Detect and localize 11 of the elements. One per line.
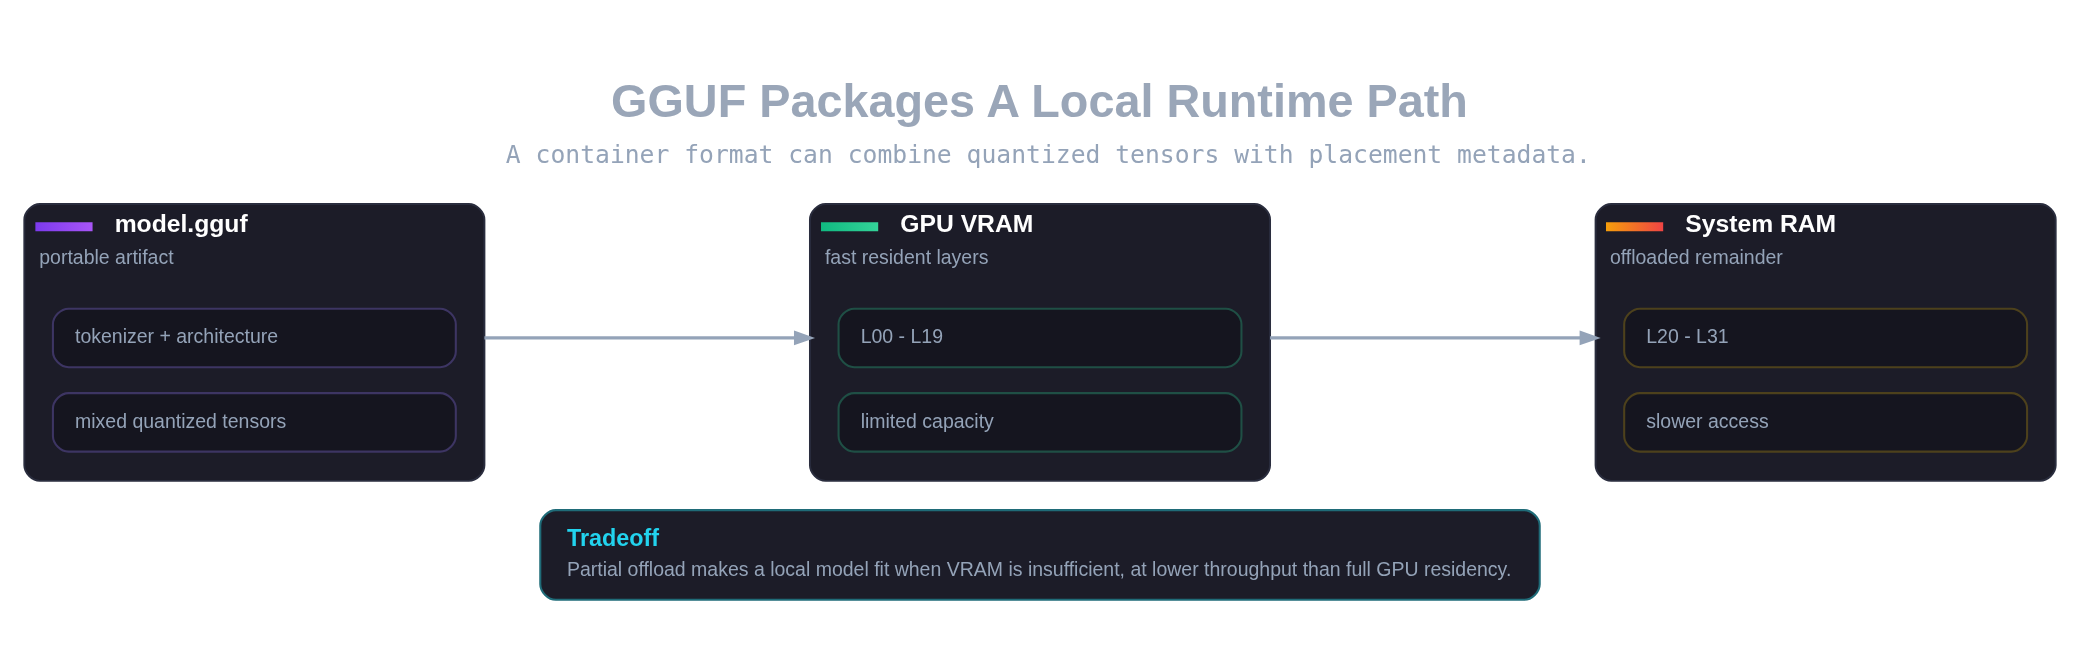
node-box: tokenizer + architecture	[51, 307, 457, 369]
arrow	[484, 330, 816, 346]
node-box: L20 - L31	[1623, 307, 2029, 369]
node-box: Tradeoff Partial offload makes a local model fit when VRAM is insufficient, at lower throughput than full GPU residency.	[539, 509, 1541, 601]
diagram-title: GGUF Packages A Local Runtime Path	[611, 75, 1468, 128]
node-box: slower access	[1623, 392, 2029, 453]
node-box: limited capacity	[837, 392, 1243, 453]
arrow	[1270, 330, 1601, 346]
node-box: L00 - L19	[837, 307, 1243, 369]
node-box: mixed quantized tensors	[51, 392, 457, 453]
caption: A container format can combine quantized tensors with placement metadata.	[505, 140, 1591, 170]
